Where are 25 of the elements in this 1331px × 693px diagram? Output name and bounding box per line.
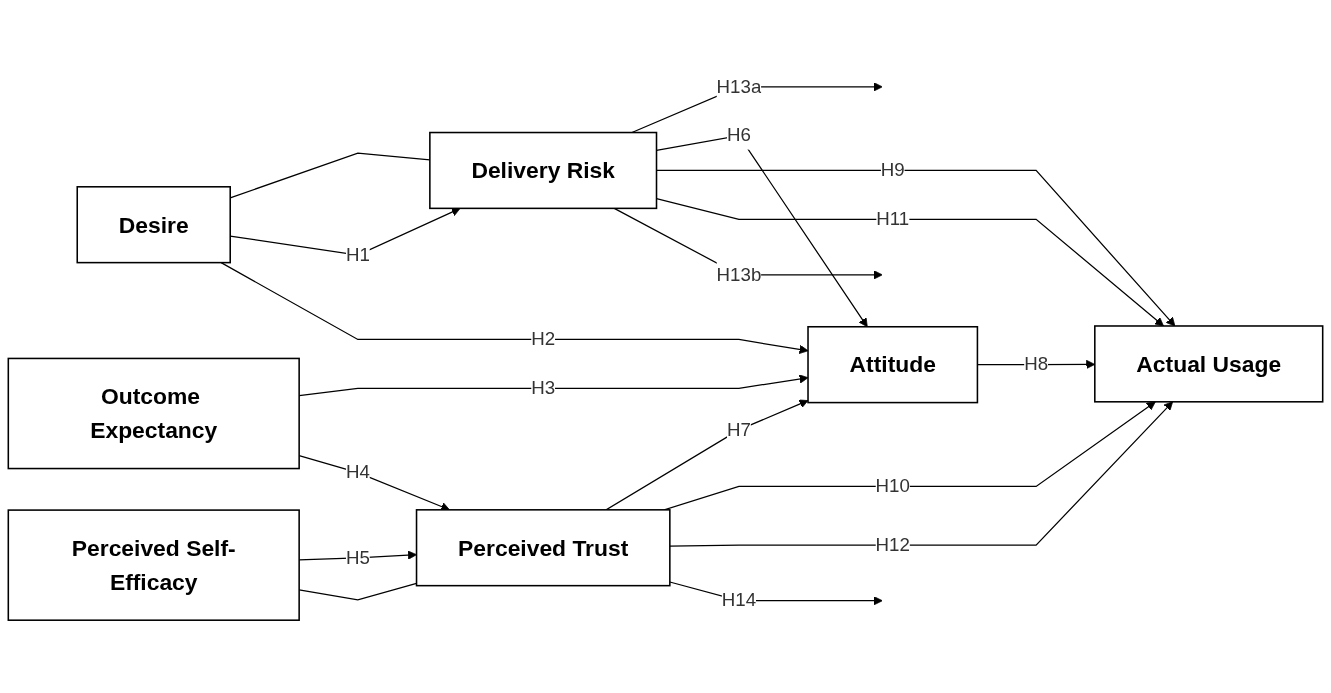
node-box: Perceived Trust [415,509,671,587]
node-box: Perceived Self-Efficacy [7,509,300,621]
node-box: Attitude [807,326,979,404]
edge-label: H2 [531,328,556,350]
node-box: Desire [76,186,231,264]
node-box: Actual Usage [1094,325,1324,403]
edge-label: H12 [875,534,910,556]
arrow [669,401,1174,547]
edge-label: H4 [345,461,370,483]
edge-label: H8 [1024,353,1049,375]
edge-label: H6 [726,124,751,146]
edge-label: H1 [345,244,370,265]
edge-label: H13a [716,75,762,97]
edge-label: H9 [880,159,905,181]
edge-label: H11 [876,208,910,230]
node-box: Delivery Risk [429,131,658,210]
edge-label: H13b [716,263,762,285]
edge-label: H10 [875,475,910,497]
edge-label: H7 [726,418,751,440]
arrow [605,399,809,511]
edge-label: H5 [345,546,370,568]
edge-label: H3 [531,377,556,399]
edge-label: H14 [721,589,757,611]
arrow [220,262,809,354]
node-box: Outcome Expectancy [7,357,300,470]
